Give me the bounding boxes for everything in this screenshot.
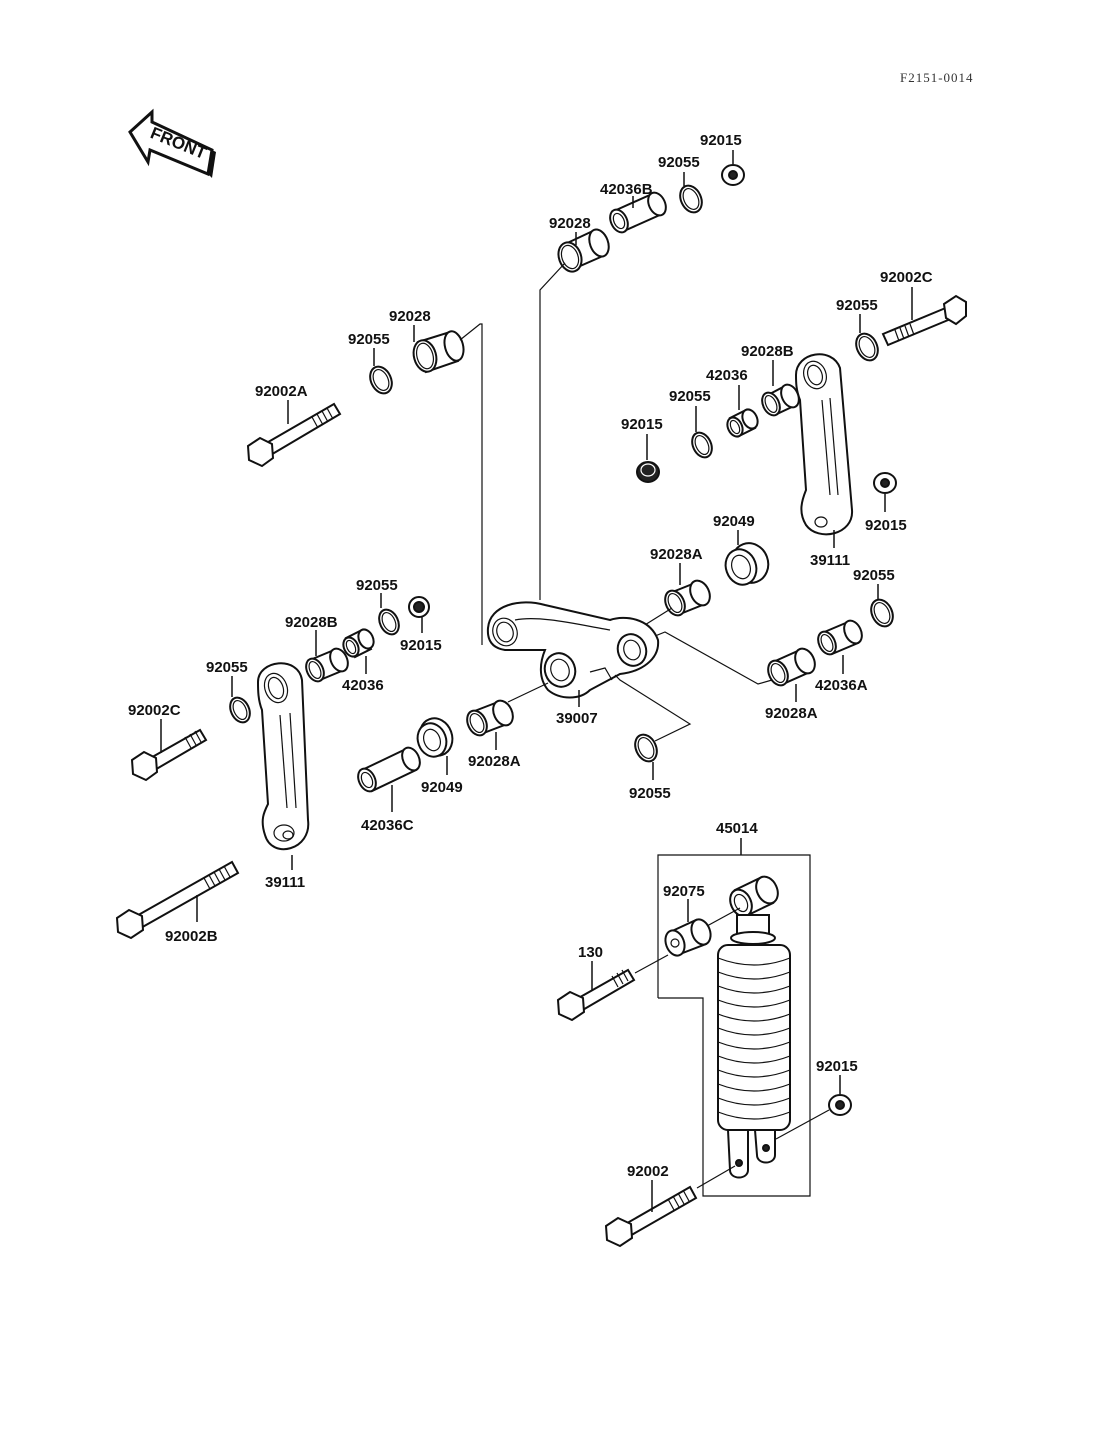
bushing-92075 <box>664 918 712 957</box>
label-42036C: 42036C <box>361 817 414 834</box>
label-42036-right: 42036 <box>706 367 748 384</box>
collar-42036-left <box>342 628 375 659</box>
seal-92049-center <box>416 717 454 758</box>
rocker-arm-39007 <box>486 601 660 699</box>
label-92055-left-top: 92055 <box>348 331 390 348</box>
collar-42036C <box>357 746 421 793</box>
washer-92055-right-top <box>855 332 879 362</box>
collar-42036-right <box>726 408 759 438</box>
label-92055-left-a: 92055 <box>356 577 398 594</box>
label-92002A: 92002A <box>255 383 308 400</box>
bolt-92002C-right <box>881 294 967 347</box>
bushing-92028-top <box>557 228 610 273</box>
label-92028-top: 92028 <box>549 215 591 232</box>
label-92055-right-top: 92055 <box>836 297 878 314</box>
label-92049-right: 92049 <box>713 513 755 530</box>
label-92015-shock: 92015 <box>816 1058 858 1075</box>
bushing-92028B-left <box>305 647 349 683</box>
label-92028B-right: 92028B <box>741 343 794 360</box>
seal-92049-right <box>724 542 770 586</box>
bushing-92028B-right <box>761 383 800 417</box>
washer-92055-left-top <box>369 365 393 395</box>
collar-42036A <box>817 619 863 656</box>
nut-92015-left <box>408 596 430 618</box>
label-39007: 39007 <box>556 710 598 727</box>
bushing-92028-left <box>412 330 465 374</box>
bolt-92002C-left <box>130 728 208 782</box>
label-92075: 92075 <box>663 883 705 900</box>
label-92055-right-low: 92055 <box>853 567 895 584</box>
label-39111-left: 39111 <box>265 874 305 891</box>
label-130: 130 <box>578 944 603 961</box>
nut-92015-top <box>721 164 745 186</box>
label-92028A-right-lower: 92028A <box>765 705 818 722</box>
washer-92055-top <box>679 184 703 214</box>
washer-92055-right-mid <box>691 431 713 459</box>
washer-92055-center <box>634 733 658 763</box>
label-92015-top: 92015 <box>700 132 742 149</box>
label-92055-center: 92055 <box>629 785 671 802</box>
label-92002C-right: 92002C <box>880 269 933 286</box>
label-92002B: 92002B <box>165 928 218 945</box>
label-42036B: 42036B <box>600 181 653 198</box>
washer-92055-right-low <box>870 598 894 628</box>
washer-92055-left-a <box>378 608 400 636</box>
bolt-92002A <box>246 402 342 468</box>
label-45014: 45014 <box>716 820 758 837</box>
bushing-92028A-center <box>466 699 514 737</box>
label-92055-top: 92055 <box>658 154 700 171</box>
label-92028A-center: 92028A <box>468 753 521 770</box>
label-92015-left: 92015 <box>400 637 442 654</box>
label-92049-center: 92049 <box>421 779 463 796</box>
nut-92015-right-left <box>636 461 660 483</box>
bushing-92028A-right-upper <box>664 579 711 617</box>
label-42036-left: 42036 <box>342 677 384 694</box>
label-92002: 92002 <box>627 1163 669 1180</box>
bolt-92002 <box>604 1185 698 1248</box>
label-92002C-left: 92002C <box>128 702 181 719</box>
collar-42036B <box>609 191 667 234</box>
nut-92015-right-right <box>873 472 897 494</box>
label-92028B-left: 92028B <box>285 614 338 631</box>
link-39111-right <box>794 353 854 536</box>
bolt-130 <box>556 968 636 1022</box>
figure-code: F2151-0014 <box>900 70 974 85</box>
label-92055-left-b: 92055 <box>206 659 248 676</box>
shock-absorber-45014 <box>717 875 791 1179</box>
label-92028A-right-upper: 92028A <box>650 546 703 563</box>
assembly-bracket-45014 <box>657 854 811 1197</box>
label-92028-left: 92028 <box>389 308 431 325</box>
label-42036A: 42036A <box>815 677 868 694</box>
washer-92055-left-b <box>229 696 251 724</box>
bushing-92028A-right-lower <box>767 647 816 687</box>
link-39111-left <box>256 662 310 851</box>
nut-92015-shock <box>828 1094 852 1116</box>
label-39111-right: 39111 <box>810 552 850 569</box>
label-92015-right-left: 92015 <box>621 416 663 433</box>
label-92015-right-right: 92015 <box>865 517 907 534</box>
front-arrow-icon: FRONT <box>128 108 216 178</box>
label-92055-right-mid: 92055 <box>669 388 711 405</box>
bolt-92002B <box>115 860 240 940</box>
